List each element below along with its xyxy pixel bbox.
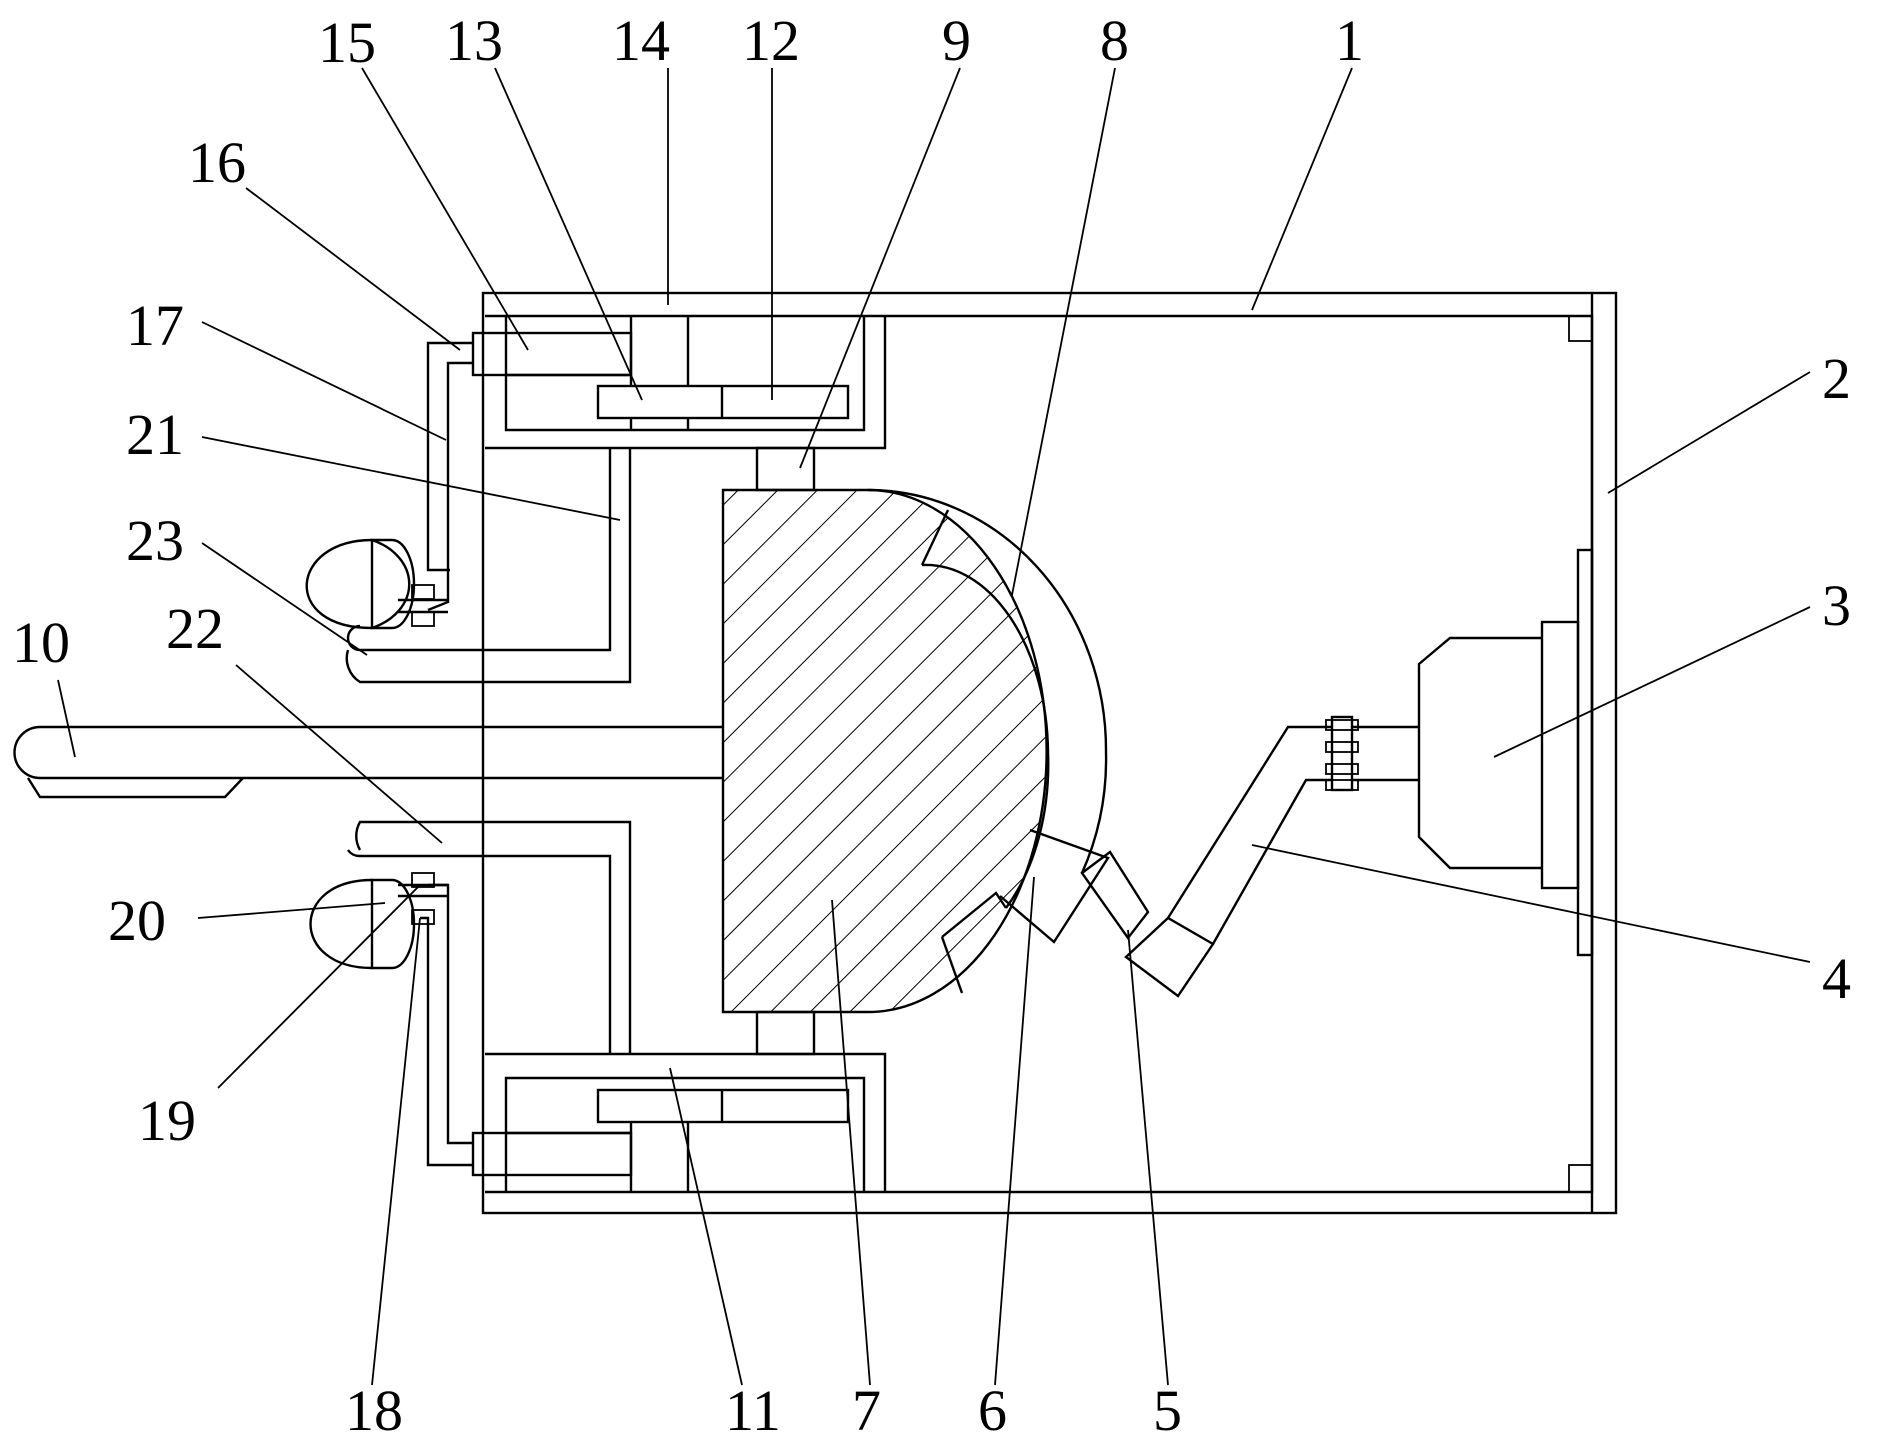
- callout-labels: 1 2 3 4 5 6 7 8 9 10 11 12 13 14 15 16 1…: [12, 8, 1851, 1443]
- handle-rod: [13, 725, 723, 799]
- callout-14: 14: [612, 8, 670, 73]
- callout-15: 15: [318, 10, 376, 75]
- callout-18: 18: [345, 1378, 403, 1443]
- callout-21: 21: [126, 402, 184, 467]
- motor: [1417, 548, 1594, 957]
- cam-body: [721, 488, 1110, 1014]
- callout-19: 19: [138, 1088, 196, 1153]
- callout-8: 8: [1100, 8, 1129, 73]
- coupling: [1325, 715, 1419, 792]
- lower-pipes: [309, 820, 632, 1167]
- callout-2: 2: [1822, 346, 1851, 411]
- callout-4: 4: [1822, 946, 1851, 1011]
- callout-17: 17: [126, 293, 184, 358]
- callout-23: 23: [126, 508, 184, 573]
- callout-20: 20: [108, 888, 166, 953]
- callout-9: 9: [942, 8, 971, 73]
- callout-3: 3: [1822, 573, 1851, 638]
- callout-22: 22: [166, 596, 224, 661]
- callout-6: 6: [978, 1378, 1007, 1443]
- callout-11: 11: [725, 1378, 781, 1443]
- linkage-arm: [1080, 725, 1332, 998]
- leader-lines: [57, 67, 1811, 1386]
- callout-5: 5: [1153, 1378, 1182, 1443]
- upper-rail: [471, 316, 887, 492]
- callout-12: 12: [742, 8, 800, 73]
- callout-7: 7: [852, 1378, 881, 1443]
- callout-1: 1: [1335, 8, 1364, 73]
- callout-13: 13: [445, 8, 503, 73]
- lower-rail: [471, 1010, 887, 1192]
- callout-16: 16: [188, 130, 246, 195]
- callout-10: 10: [12, 610, 70, 675]
